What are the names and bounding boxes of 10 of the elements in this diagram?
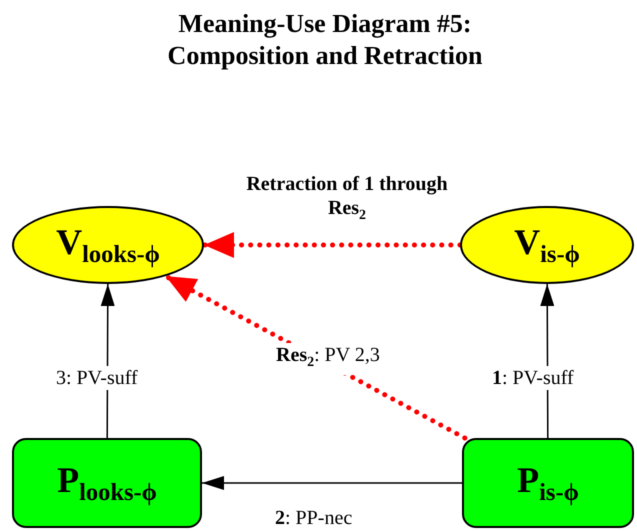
ellipse-node: V$_{looks-ϕ}$ (12, 206, 204, 284)
ellipse-node: V$_{is-ϕ}$ (460, 206, 634, 284)
title: Meaning-Use Diagram #5: Composition and Retraction (166, 8, 484, 72)
process-box: P$_{is-ϕ}$ (462, 438, 634, 528)
edge-label: 3: PV-suff (56, 366, 138, 390)
dotted-arrow (202, 232, 462, 258)
edge-label: 1: PV-suff (492, 366, 574, 390)
arrow (202, 476, 462, 490)
process-box: P$_{looks-ϕ}$ (12, 438, 202, 528)
edge-label: Res$_{2}$: PV 2,3 (276, 343, 380, 375)
